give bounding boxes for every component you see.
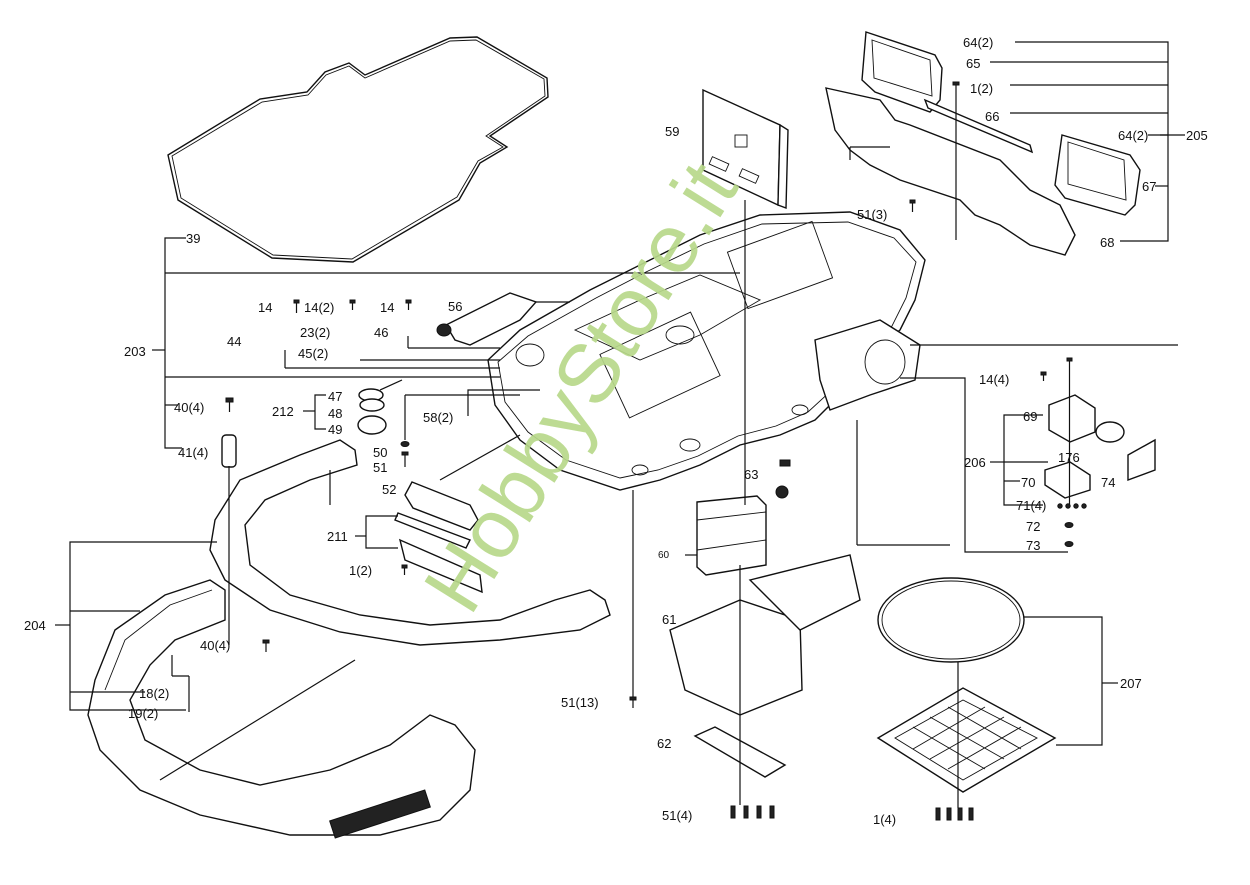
label-72: 72 [1026,519,1040,534]
part-212-valve-assembly [357,379,403,435]
label-60: 60 [658,550,670,561]
label-14-2: 14(2) [304,300,334,315]
label-14: 14 [380,300,394,315]
label-41-4: 41(4) [178,445,208,460]
part-59-control-board [702,88,789,210]
screw-icon [629,696,637,708]
label-1-2: 1(2) [970,81,993,96]
label-64-2: 64(2) [963,35,993,50]
label-1-4: 1(4) [873,812,896,827]
screw-icon [1066,357,1073,505]
label-39: 39 [186,231,200,246]
label-18-2: 18(2) [139,686,169,701]
label-64-2: 64(2) [1118,128,1148,143]
label-203: 203 [124,344,146,359]
screw-row-icon [935,807,974,821]
label-46: 46 [374,325,388,340]
screw-row-icon [1057,503,1087,509]
label-56: 56 [448,299,462,314]
label-69: 69 [1023,409,1037,424]
label-50: 50 [373,445,387,460]
chassis-body [487,211,926,491]
label-52: 52 [382,482,396,497]
label-59: 59 [665,124,679,139]
screw-icon [293,299,300,313]
label-1-2: 1(2) [349,563,372,578]
label-48: 48 [328,406,342,421]
label-74: 74 [1101,475,1115,490]
part-52-cover [404,481,479,531]
label-14-4: 14(4) [979,372,1009,387]
rear-bumper [209,439,611,646]
label-211: 211 [327,529,348,544]
part-61-battery-housing [669,554,861,716]
label-47: 47 [328,389,342,404]
label-40-4: 40(4) [174,400,204,415]
clip-icon [779,459,791,467]
label-71-4: 71(4) [1016,498,1046,513]
screw-icon [401,451,409,467]
label-73: 73 [1026,538,1040,553]
label-49: 49 [328,422,342,437]
label-205: 205 [1186,128,1208,143]
label-51-13: 51(13) [561,695,599,710]
label-204: 204 [24,618,46,633]
part-39-gasket [167,36,549,263]
label-61: 61 [662,612,676,627]
label-70: 70 [1021,475,1035,490]
label-44: 44 [227,334,241,349]
screw-icon [401,564,408,575]
label-51-4: 51(4) [662,808,692,823]
label-67: 67 [1142,179,1156,194]
part-labels: 39 203 14 14(2) 14 56 44 23(2) 46 45(2) … [24,35,1208,827]
washer-icon [1064,541,1074,547]
label-58-2: 58(2) [423,410,453,425]
part-207-ring-and-tray [876,577,1057,793]
label-63: 63 [744,467,758,482]
label-19-2: 19(2) [128,706,158,721]
label-51-3: 51(3) [857,207,887,222]
grommet-icon [775,485,789,499]
screw-icon [1040,371,1047,381]
part-211-seal-and-frame [394,512,483,594]
spacer-icon [221,434,237,468]
label-40-4: 40(4) [200,638,230,653]
part-204-front-bumper [87,579,476,839]
label-66: 66 [985,109,999,124]
label-51: 51 [373,460,387,475]
screw-icon [225,397,234,412]
label-65: 65 [966,56,980,71]
part-206-motor-assembly [1044,394,1156,499]
label-176: 176 [1058,450,1080,465]
part-205-handle-assembly [825,31,1141,256]
label-206: 206 [964,455,986,470]
label-212: 212 [272,404,294,419]
screw-icon [349,299,356,310]
screw-icon [909,199,916,212]
part-60-battery [696,495,767,576]
screw-icon [952,81,960,240]
leader-lines [55,41,1185,808]
label-207: 207 [1120,676,1142,691]
washer-icon [400,441,410,447]
label-23-2: 23(2) [300,325,330,340]
screw-icon [405,299,412,310]
label-14: 14 [258,300,272,315]
part-56-bracket [436,292,538,346]
label-62: 62 [657,736,671,751]
screw-icon [262,639,270,652]
washer-icon [1064,522,1074,528]
label-45-2: 45(2) [298,346,328,361]
screw-row-icon [730,805,775,819]
label-68: 68 [1100,235,1114,250]
